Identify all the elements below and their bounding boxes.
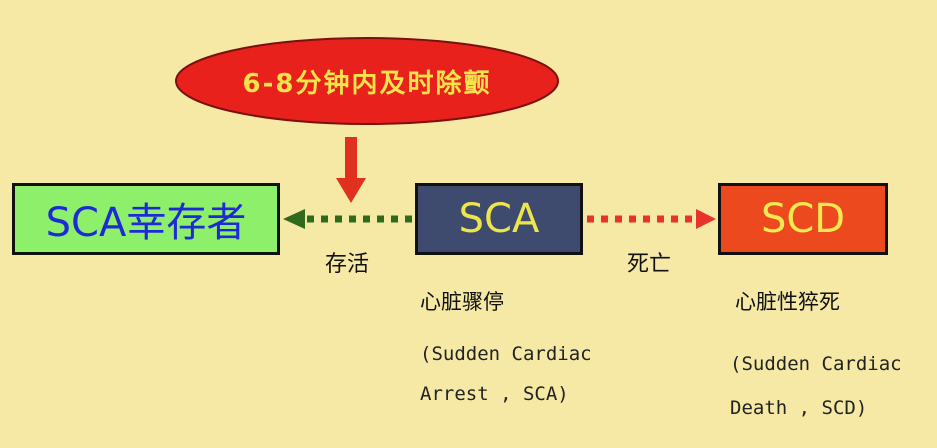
- sca-en-line1: (Sudden Cardiac: [420, 343, 592, 365]
- sca-cn-description: 心脏骤停: [420, 290, 504, 314]
- node-sca-label: SCA: [458, 196, 540, 242]
- scd-en-line1: (Sudden Cardiac: [730, 353, 902, 375]
- node-sca: SCA: [415, 183, 583, 255]
- node-scd-label: SCD: [760, 196, 846, 242]
- node-sca-survivor-label: SCA幸存者: [45, 200, 247, 246]
- scd-en-line2: Death , SCD): [730, 397, 868, 419]
- death-label: 死亡: [627, 252, 672, 277]
- node-scd: SCD: [718, 183, 888, 255]
- sca-en-line2: Arrest , SCA): [420, 383, 569, 405]
- scd-cn-description: 心脏性猝死: [735, 290, 840, 314]
- callout-down-arrow: [336, 137, 366, 203]
- node-sca-survivor: SCA幸存者: [12, 183, 280, 255]
- callout-ellipse: [175, 37, 559, 125]
- death-arrow: [587, 209, 716, 229]
- survive-arrow: [283, 209, 412, 229]
- callout-text: 6-8分钟内及时除颤: [242, 68, 492, 99]
- survive-label: 存活: [325, 252, 370, 277]
